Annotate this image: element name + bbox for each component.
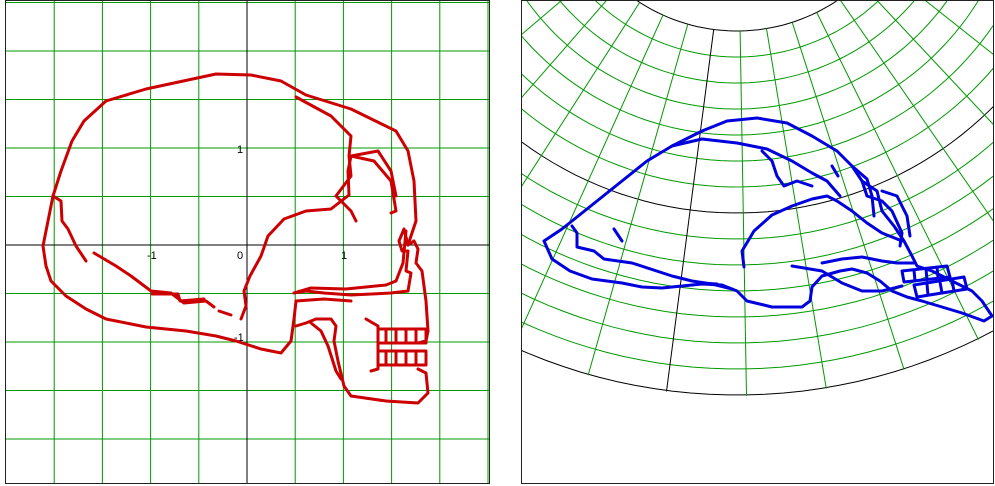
grid-radial	[925, 1, 993, 55]
jaw-hinge-line	[364, 317, 380, 373]
mapped-skull-dash-2	[612, 227, 624, 243]
grid-arc	[559, 1, 915, 84]
grid-radial	[840, 1, 993, 222]
original-plot-panel: -1 0 1 1 -1	[5, 0, 490, 484]
vault-ridge-line	[294, 95, 358, 223]
grid-radial	[739, 30, 747, 396]
grid-arc	[522, 141, 993, 240]
grid-arc	[522, 1, 979, 136]
polar-grid	[522, 1, 993, 396]
mapped-zygomatic-line	[820, 255, 916, 265]
mapped-axis-arc	[522, 330, 993, 396]
transformed-plot-panel	[521, 0, 994, 484]
transformed-plot-canvas	[522, 1, 993, 396]
y-tick-label-one: 1	[237, 144, 243, 156]
x-tick-label-neg1: -1	[147, 250, 157, 262]
mapped-skull-outline	[542, 116, 993, 323]
y-tick-label-neg1: -1	[234, 332, 244, 344]
sphenoid-line	[150, 292, 206, 303]
mapped-nasal-line	[880, 189, 912, 238]
zygomatic-line	[294, 297, 353, 303]
tick-labels: -1 0 1 1 -1	[147, 144, 347, 344]
mapped-base-line	[740, 194, 904, 269]
cranium-outline	[41, 72, 418, 355]
mapped-face-line	[860, 179, 904, 248]
grid-arc	[522, 208, 993, 292]
mapped-skull-dash-1	[698, 281, 719, 286]
mapped-upper-teeth	[900, 264, 952, 284]
grid-arc	[522, 24, 993, 162]
grid-radial	[587, 24, 689, 376]
grid-radial	[791, 22, 905, 370]
x-tick-label-one: 1	[341, 250, 347, 262]
grid-radial	[522, 14, 664, 329]
mandible-ramus	[309, 321, 343, 381]
grid-radial	[766, 28, 827, 389]
mapped-skull-dash-3	[830, 164, 840, 178]
lower-teeth	[376, 349, 428, 367]
original-plot-canvas: -1 0 1 1 -1	[6, 1, 489, 483]
inner-vault-line	[239, 154, 398, 321]
coordinate-axes	[6, 1, 489, 483]
mapped-lower-teeth	[912, 275, 969, 299]
grid-radial	[522, 1, 562, 35]
skull-base-line	[92, 251, 216, 309]
x-tick-label-zero: 0	[237, 250, 243, 262]
mapped-axis-radial	[666, 29, 715, 392]
face-outline	[292, 227, 413, 297]
mapped-axis-arc	[636, 1, 838, 32]
skull-outline	[41, 72, 430, 405]
inner-cranium-line	[51, 194, 88, 263]
mapped-ridge-line	[760, 149, 814, 188]
mandible-outline	[294, 317, 430, 405]
skull-base-dash	[217, 309, 233, 317]
upper-teeth	[376, 327, 428, 345]
mapped-axis-radial	[522, 1, 584, 140]
grid-radial	[522, 1, 607, 98]
grid-radial	[876, 1, 993, 125]
brow-ridge-line	[349, 149, 398, 198]
grid-radial	[522, 2, 641, 187]
mapped-axis-arc	[522, 106, 993, 214]
mapped-vault-line	[670, 137, 842, 198]
mapped-axis-radial	[893, 1, 993, 124]
mapped-brow-line	[850, 164, 876, 218]
mapped-maxilla-line	[790, 264, 904, 293]
